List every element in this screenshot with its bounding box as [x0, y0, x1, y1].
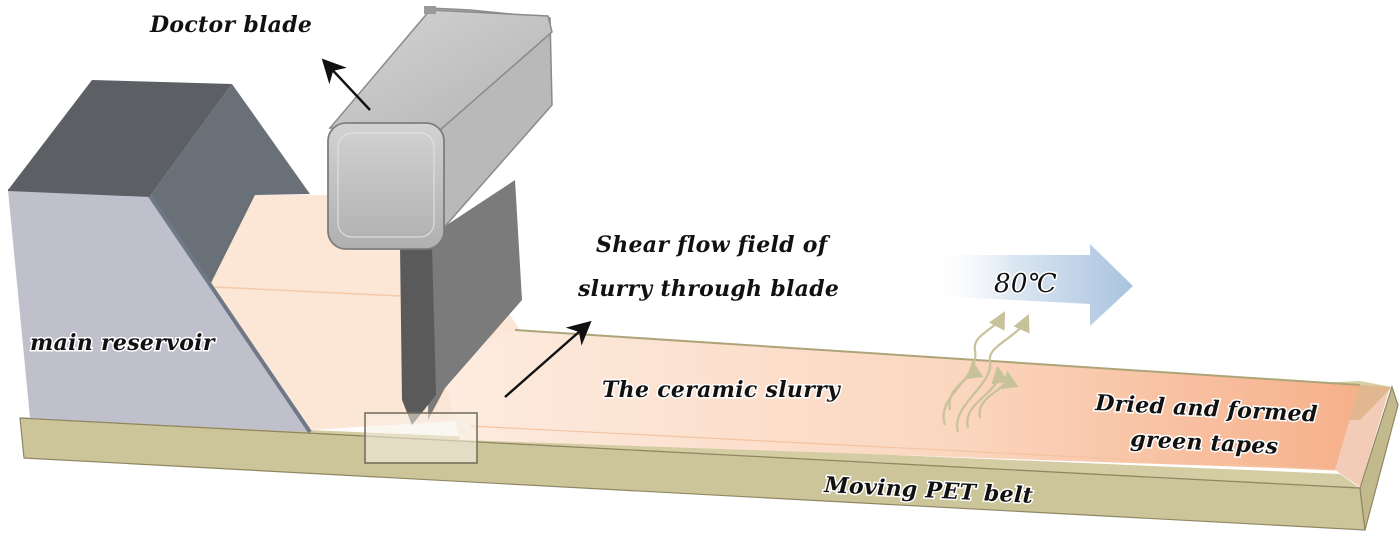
heat-arrow-shape [935, 244, 1133, 326]
shear-zone-box [364, 412, 478, 464]
blade-plate-side [428, 180, 522, 420]
blade-holder-highlight [337, 132, 435, 238]
label-main-reservoir: main reservoir [30, 330, 216, 356]
vapor-arrow-icon [978, 370, 1019, 419]
slurry-front-edge [469, 425, 1336, 471]
label-ceramic-slurry: The ceramic slurry [602, 377, 842, 403]
vapor-arrow-icon [966, 365, 1009, 429]
doctor-blade-arrow-icon [321, 58, 371, 111]
doctor-blade [327, 6, 553, 425]
ceramic-slurry-layer [440, 330, 1360, 470]
vapor-arrow-icon [955, 313, 1030, 433]
slurry-surface-line [214, 286, 401, 297]
reservoir-right-face [150, 84, 310, 285]
dried-tape-edge [1335, 385, 1390, 487]
belt-edge-line [19, 417, 1361, 489]
main-reservoir [7, 80, 312, 434]
label-shear-flow-line2: slurry through blade [577, 276, 839, 302]
reservoir-edge [148, 194, 312, 434]
reservoir-top-edge [7, 189, 151, 197]
vapor-arrow-icon [948, 360, 984, 411]
vapor-arrow-icon [942, 311, 1006, 426]
label-shear-flow-line1: Shear flow field of [596, 232, 831, 258]
slurry-back-edge [514, 329, 1361, 386]
belt-right-side [1359, 385, 1399, 531]
heat-arrow [935, 244, 1133, 326]
vapor-arrows [942, 311, 1030, 433]
blade-holder-front [327, 122, 445, 250]
shear-flow-arrow-icon [504, 320, 592, 398]
blade-plate-front [400, 246, 436, 425]
label-temperature: 80℃ [994, 269, 1057, 299]
reservoir-top-face [8, 80, 232, 196]
blade-knob [424, 6, 436, 14]
label-doctor-blade: Doctor blade [149, 12, 312, 38]
reservoir-front-face [8, 190, 310, 432]
label-dried-tapes-line2: green tapes [1130, 426, 1279, 460]
